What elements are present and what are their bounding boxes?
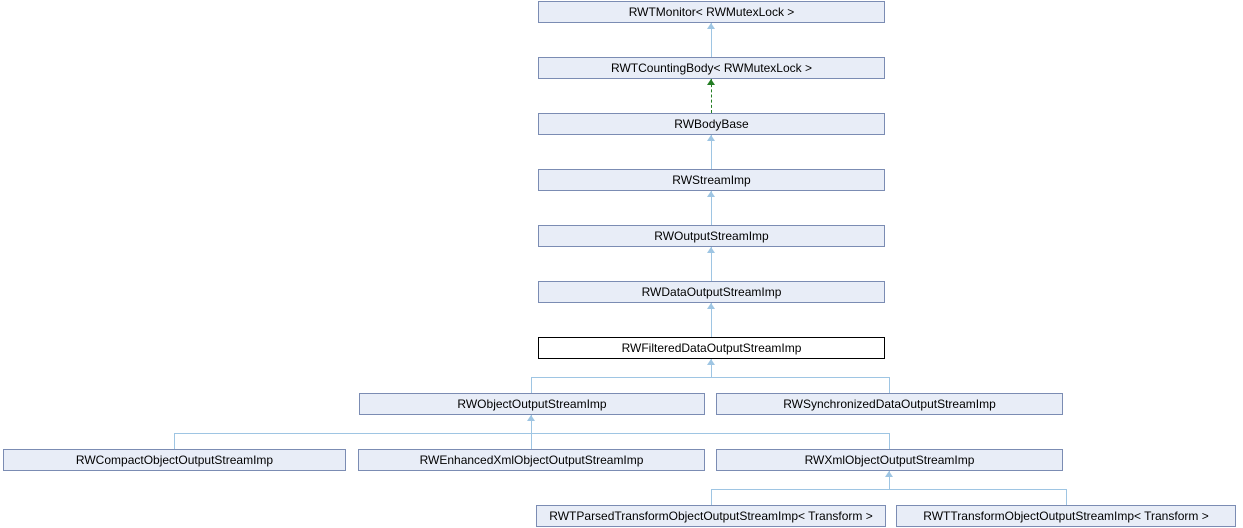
- template-edge-line: [711, 79, 712, 113]
- inheritance-edge-line: [711, 303, 712, 337]
- arrow-up-icon: [707, 191, 715, 197]
- class-node-rwtcountingbody[interactable]: RWTCountingBody< RWMutexLock >: [538, 57, 885, 79]
- class-node-rwbodybase[interactable]: RWBodyBase: [538, 113, 885, 135]
- inheritance-edge-line: [711, 191, 712, 225]
- inheritance-edge-line: [711, 247, 712, 281]
- class-node-rwttransformobjectoutputstreamimp[interactable]: RWTTransformObjectOutputStreamImp< Trans…: [896, 505, 1236, 527]
- class-node-rwtparsedtransformobjectoutputstreamimp[interactable]: RWTParsedTransformObjectOutputStreamImp<…: [536, 505, 886, 527]
- arrow-up-icon: [707, 23, 715, 29]
- inheritance-edge-line: [531, 415, 532, 449]
- class-node-rwenhancedxmlobjectoutputstreamimp[interactable]: RWEnhancedXmlObjectOutputStreamImp: [358, 449, 705, 471]
- inheritance-edge-line: [711, 359, 712, 377]
- class-node-rwoutputstreamimp[interactable]: RWOutputStreamImp: [538, 225, 885, 247]
- inheritance-edge-line: [174, 433, 890, 434]
- inheritance-edge-line: [1066, 489, 1067, 505]
- class-node-rwxmlobjectoutputstreamimp[interactable]: RWXmlObjectOutputStreamImp: [716, 449, 1063, 471]
- class-node-rwfiltereddataoutputstreamimp-current: RWFilteredDataOutputStreamImp: [538, 337, 885, 359]
- class-node-rwstreamimp[interactable]: RWStreamImp: [538, 169, 885, 191]
- arrow-up-icon: [527, 415, 535, 421]
- inheritance-edge-line: [711, 23, 712, 57]
- inheritance-edge-line: [711, 135, 712, 169]
- inheritance-edge-line: [531, 377, 532, 393]
- arrow-up-icon: [707, 303, 715, 309]
- class-node-rwobjectoutputstreamimp[interactable]: RWObjectOutputStreamImp: [359, 393, 705, 415]
- class-node-rwtmonitor[interactable]: RWTMonitor< RWMutexLock >: [538, 1, 885, 23]
- inheritance-edge-line: [889, 377, 890, 393]
- arrow-up-icon: [707, 135, 715, 141]
- arrow-up-icon: [707, 359, 715, 365]
- inheritance-edge-line: [711, 489, 1066, 490]
- inheritance-edge-line: [531, 377, 890, 378]
- arrow-up-icon: [707, 79, 715, 85]
- inheritance-edge-line: [174, 433, 175, 449]
- inheritance-edge-line: [889, 433, 890, 449]
- inheritance-edge-line: [889, 471, 890, 489]
- arrow-up-icon: [885, 471, 893, 477]
- class-node-rwsynchronizeddataoutputstreamimp[interactable]: RWSynchronizedDataOutputStreamImp: [716, 393, 1063, 415]
- inheritance-edge-line: [711, 489, 712, 505]
- class-node-rwcompactobjectoutputstreamimp[interactable]: RWCompactObjectOutputStreamImp: [3, 449, 346, 471]
- class-node-rwdataoutputstreamimp[interactable]: RWDataOutputStreamImp: [538, 281, 885, 303]
- arrow-up-icon: [707, 247, 715, 253]
